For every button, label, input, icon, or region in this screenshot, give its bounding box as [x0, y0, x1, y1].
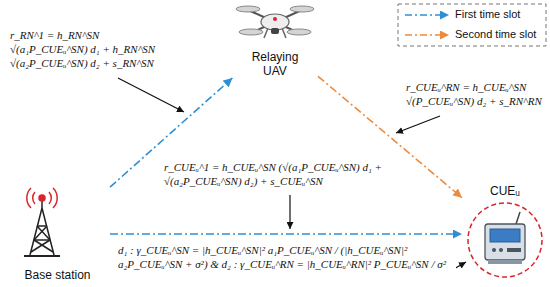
legend-line-sample: [405, 34, 449, 36]
device-node: Base station: [5, 186, 110, 282]
legend-frame: [398, 4, 546, 46]
formula-label: r_RN^1 = h_RN^SN √(a₁P_CUEᵤ^SN) d₁ + h_R…: [8, 28, 170, 70]
base-station-icon: [24, 188, 60, 256]
formula-label: d₁ : γ_CUEᵤ^SN = |h_CUEᵤ^SN|² a₁P_CUEᵤ^S…: [116, 243, 456, 271]
legend-text: First time slot: [455, 8, 520, 21]
pointer-arrow: [289, 195, 290, 229]
user-device-icon: [468, 203, 542, 277]
device-node: CUEᵤ: [462, 184, 548, 284]
drone-icon: [236, 6, 314, 38]
formula-label: r_CUEᵤ^1 = h_CUEᵤ^SN (√(a₁P_CUEᵤ^SN) d₁ …: [162, 160, 412, 188]
device-node: Relaying UAV: [232, 2, 318, 78]
node-label: CUEᵤ: [490, 184, 520, 198]
node-label: Base station: [24, 268, 90, 282]
formula-label: r_CUEᵤ^RN = h_CUEᵤ^SN √(P_CUEᵤ^SN) d₂ + …: [404, 80, 546, 108]
legend-text: Second time slot: [455, 28, 536, 41]
signal-link: [110, 233, 462, 235]
pointer-arrow: [118, 78, 184, 112]
legend-line-sample: [405, 14, 449, 16]
node-label: Relaying UAV: [244, 50, 306, 78]
pointer-arrow: [396, 116, 440, 133]
